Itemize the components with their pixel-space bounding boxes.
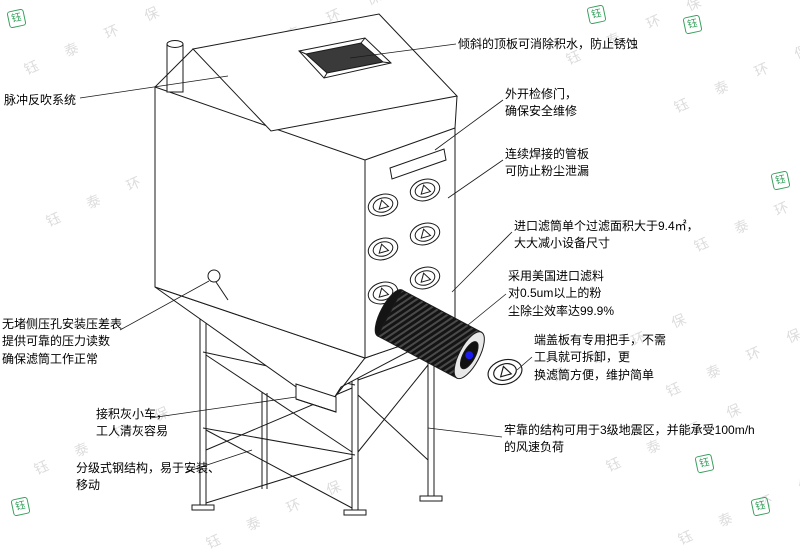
annotation-structure: 牢靠的结构可用于3级地震区，并能承受100m/h 的风速负荷 xyxy=(504,423,755,455)
access-door xyxy=(389,148,447,180)
annotation-filter-media: 采用美国进口滤料 对0.5um以上的粉 尘除尘效率达99.9% xyxy=(508,269,615,318)
leader-line xyxy=(119,280,210,331)
annotation-sloped-top: 倾斜的顶板可消除积水，防止锈蚀 xyxy=(458,37,639,51)
annotation-access-door: 外开检修门， 确保安全维修 xyxy=(505,87,578,119)
annotation-tube-sheet: 连续焊接的管板 可防止粉尘泄漏 xyxy=(505,147,590,179)
cartridge-end-cap xyxy=(453,331,485,380)
leader-lines xyxy=(79,43,533,473)
pulse-pipe xyxy=(166,40,184,93)
base-plate xyxy=(343,509,367,516)
leader-line xyxy=(185,449,253,473)
roof-opening xyxy=(298,37,393,79)
cabinet-front-face xyxy=(154,86,366,359)
pressure-gauge xyxy=(207,269,229,301)
leader-line xyxy=(467,293,507,326)
roof-plate xyxy=(154,13,458,132)
cartridge-core-mark xyxy=(465,351,474,360)
annotation-end-cover: 端盖板有专用把手，不需 工具就可拆卸，更 换滤筒方便，维护简单 xyxy=(534,333,667,382)
annotation-pulse-system: 脉冲反吹系统 xyxy=(4,93,77,107)
base-plate xyxy=(419,495,443,502)
dust-collector-diagram xyxy=(79,13,533,516)
leader-line xyxy=(516,356,533,371)
leader-line xyxy=(434,99,504,151)
filter-cartridge xyxy=(374,289,485,380)
base-plate xyxy=(191,504,215,511)
annotation-pressure-gauge: 无堵侧压孔安装压差表 提供可靠的压力读数 确保滤筒工作正常 xyxy=(2,317,123,366)
annotation-ash-cart: 接积灰小车， 工人清灰容易 xyxy=(96,407,169,439)
end-cover-plate xyxy=(484,355,526,389)
leader-line xyxy=(447,159,504,199)
leader-line xyxy=(149,396,297,419)
leader-line xyxy=(349,43,457,59)
leader-line xyxy=(451,231,513,293)
leader-line xyxy=(79,75,229,99)
annotation-steel-structure: 分级式钢结构，易于安装、 移动 xyxy=(76,461,221,493)
leader-line xyxy=(427,427,503,438)
annotation-filter-area: 进口滤筒单个过滤面积大于9.4㎡， 大大减小设备尺寸 xyxy=(514,219,699,251)
